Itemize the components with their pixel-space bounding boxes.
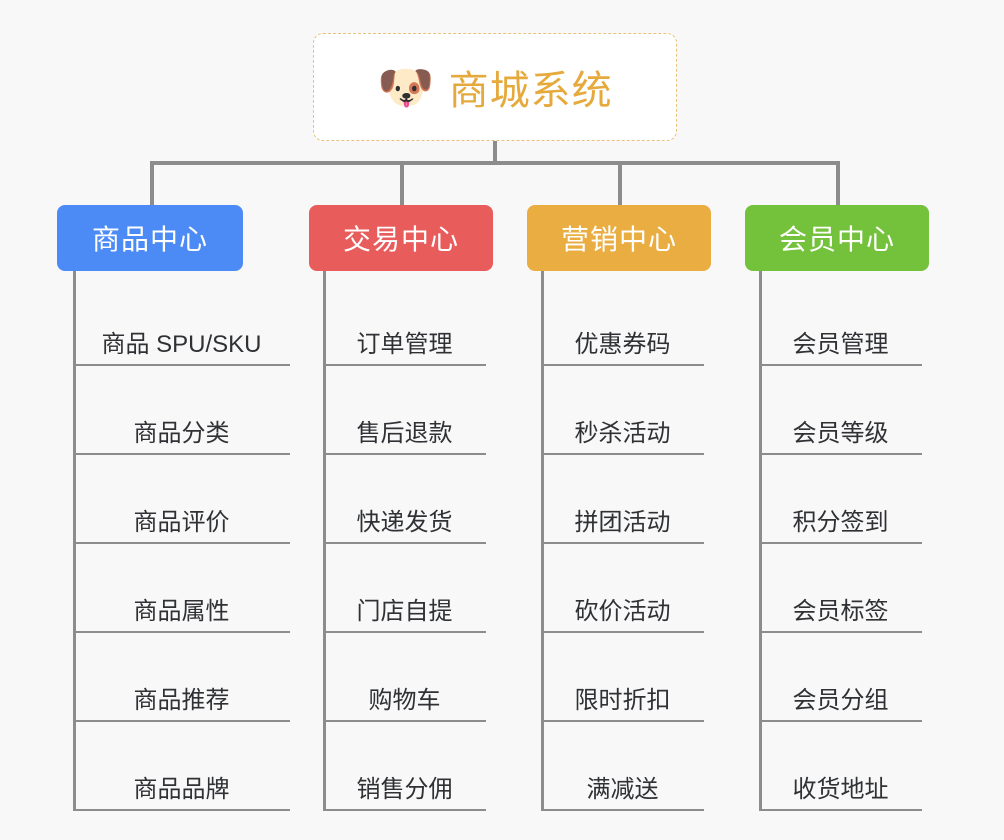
connector-drop-trade-center [400, 161, 404, 207]
leaf-item[interactable]: 拼团活动 [541, 455, 704, 544]
connector-horizontal-bus [150, 161, 840, 165]
leaf-list-trade-center: 订单管理售后退款快递发货门店自提购物车销售分佣 [323, 271, 486, 811]
leaf-item-label: 订单管理 [356, 330, 453, 358]
leaf-list-member-center: 会员管理会员等级积分签到会员标签会员分组收货地址 [759, 271, 922, 811]
category-header-label: 商品中心 [91, 224, 208, 255]
leaf-item-label: 快递发货 [356, 508, 453, 536]
category-header-label: 营销中心 [560, 224, 677, 255]
leaf-item[interactable]: 会员管理 [759, 277, 922, 366]
leaf-item-label: 商品评价 [133, 508, 230, 536]
connector-spine-trade-center [323, 271, 326, 811]
category-header-member-center[interactable]: 会员中心 [745, 205, 929, 271]
leaf-item-label: 售后退款 [356, 419, 453, 447]
leaf-item[interactable]: 销售分佣 [323, 722, 486, 811]
leaf-item-label: 会员等级 [792, 419, 889, 447]
leaf-item[interactable]: 秒杀活动 [541, 366, 704, 455]
leaf-item-label: 购物车 [368, 686, 441, 714]
leaf-item[interactable]: 商品评价 [73, 455, 290, 544]
connector-drop-product-center [150, 161, 154, 207]
leaf-item[interactable]: 门店自提 [323, 544, 486, 633]
leaf-item-label: 秒杀活动 [574, 419, 671, 447]
category-header-label: 会员中心 [778, 224, 895, 255]
leaf-item-label: 销售分佣 [356, 775, 453, 803]
root-node[interactable]: 🐶 商城系统 [313, 33, 677, 141]
connector-drop-marketing-center [618, 161, 622, 207]
connector-drop-member-center [836, 161, 840, 207]
leaf-item[interactable]: 商品推荐 [73, 633, 290, 722]
leaf-item[interactable]: 会员分组 [759, 633, 922, 722]
leaf-item[interactable]: 购物车 [323, 633, 486, 722]
category-column-marketing-center: 营销中心优惠券码秒杀活动拼团活动砍价活动限时折扣满减送 [527, 205, 711, 811]
connector-spine-member-center [759, 271, 762, 811]
category-column-trade-center: 交易中心订单管理售后退款快递发货门店自提购物车销售分佣 [309, 205, 493, 811]
category-header-trade-center[interactable]: 交易中心 [309, 205, 493, 271]
leaf-item[interactable]: 满减送 [541, 722, 704, 811]
leaf-item-label: 商品推荐 [133, 686, 230, 714]
leaf-item[interactable]: 快递发货 [323, 455, 486, 544]
category-column-member-center: 会员中心会员管理会员等级积分签到会员标签会员分组收货地址 [745, 205, 929, 811]
leaf-item[interactable]: 商品属性 [73, 544, 290, 633]
connector-spine-product-center [73, 271, 76, 811]
leaf-item-label: 积分签到 [792, 508, 889, 536]
leaf-item-label: 门店自提 [356, 597, 453, 625]
category-column-product-center: 商品中心商品 SPU/SKU 商品分类商品评价商品属性商品推荐商品品牌 [57, 205, 290, 811]
leaf-item[interactable]: 优惠券码 [541, 277, 704, 366]
leaf-item-label: 优惠券码 [574, 330, 671, 358]
leaf-item-label: 拼团活动 [574, 508, 671, 536]
leaf-item-label: 会员管理 [792, 330, 889, 358]
leaf-item[interactable]: 售后退款 [323, 366, 486, 455]
leaf-item[interactable]: 商品分类 [73, 366, 290, 455]
leaf-item[interactable]: 积分签到 [759, 455, 922, 544]
leaf-item-label: 会员分组 [792, 686, 889, 714]
leaf-item[interactable]: 会员标签 [759, 544, 922, 633]
leaf-item-label: 商品 SPU/SKU [101, 330, 262, 358]
dog-face-icon: 🐶 [377, 61, 435, 113]
leaf-item-label: 商品分类 [133, 419, 230, 447]
leaf-item-label: 收货地址 [792, 775, 889, 803]
category-header-marketing-center[interactable]: 营销中心 [527, 205, 711, 271]
leaf-item[interactable]: 订单管理 [323, 277, 486, 366]
leaf-list-marketing-center: 优惠券码秒杀活动拼团活动砍价活动限时折扣满减送 [541, 271, 704, 811]
leaf-item[interactable]: 收货地址 [759, 722, 922, 811]
category-header-product-center[interactable]: 商品中心 [57, 205, 243, 271]
leaf-item-label: 商品属性 [133, 597, 230, 625]
connector-spine-marketing-center [541, 271, 544, 811]
category-header-label: 交易中心 [342, 224, 459, 255]
leaf-item[interactable]: 商品品牌 [73, 722, 290, 811]
leaf-item[interactable]: 会员等级 [759, 366, 922, 455]
root-title: 商城系统 [448, 69, 613, 113]
leaf-item-label: 砍价活动 [574, 597, 671, 625]
connector-root-stem [493, 141, 497, 163]
leaf-item-label: 会员标签 [792, 597, 889, 625]
leaf-item-label: 满减送 [586, 775, 659, 803]
leaf-item[interactable]: 商品 SPU/SKU [73, 277, 290, 366]
leaf-item-label: 商品品牌 [133, 775, 230, 803]
leaf-item[interactable]: 砍价活动 [541, 544, 704, 633]
leaf-list-product-center: 商品 SPU/SKU 商品分类商品评价商品属性商品推荐商品品牌 [73, 271, 290, 811]
leaf-item-label: 限时折扣 [574, 686, 671, 714]
leaf-item[interactable]: 限时折扣 [541, 633, 704, 722]
